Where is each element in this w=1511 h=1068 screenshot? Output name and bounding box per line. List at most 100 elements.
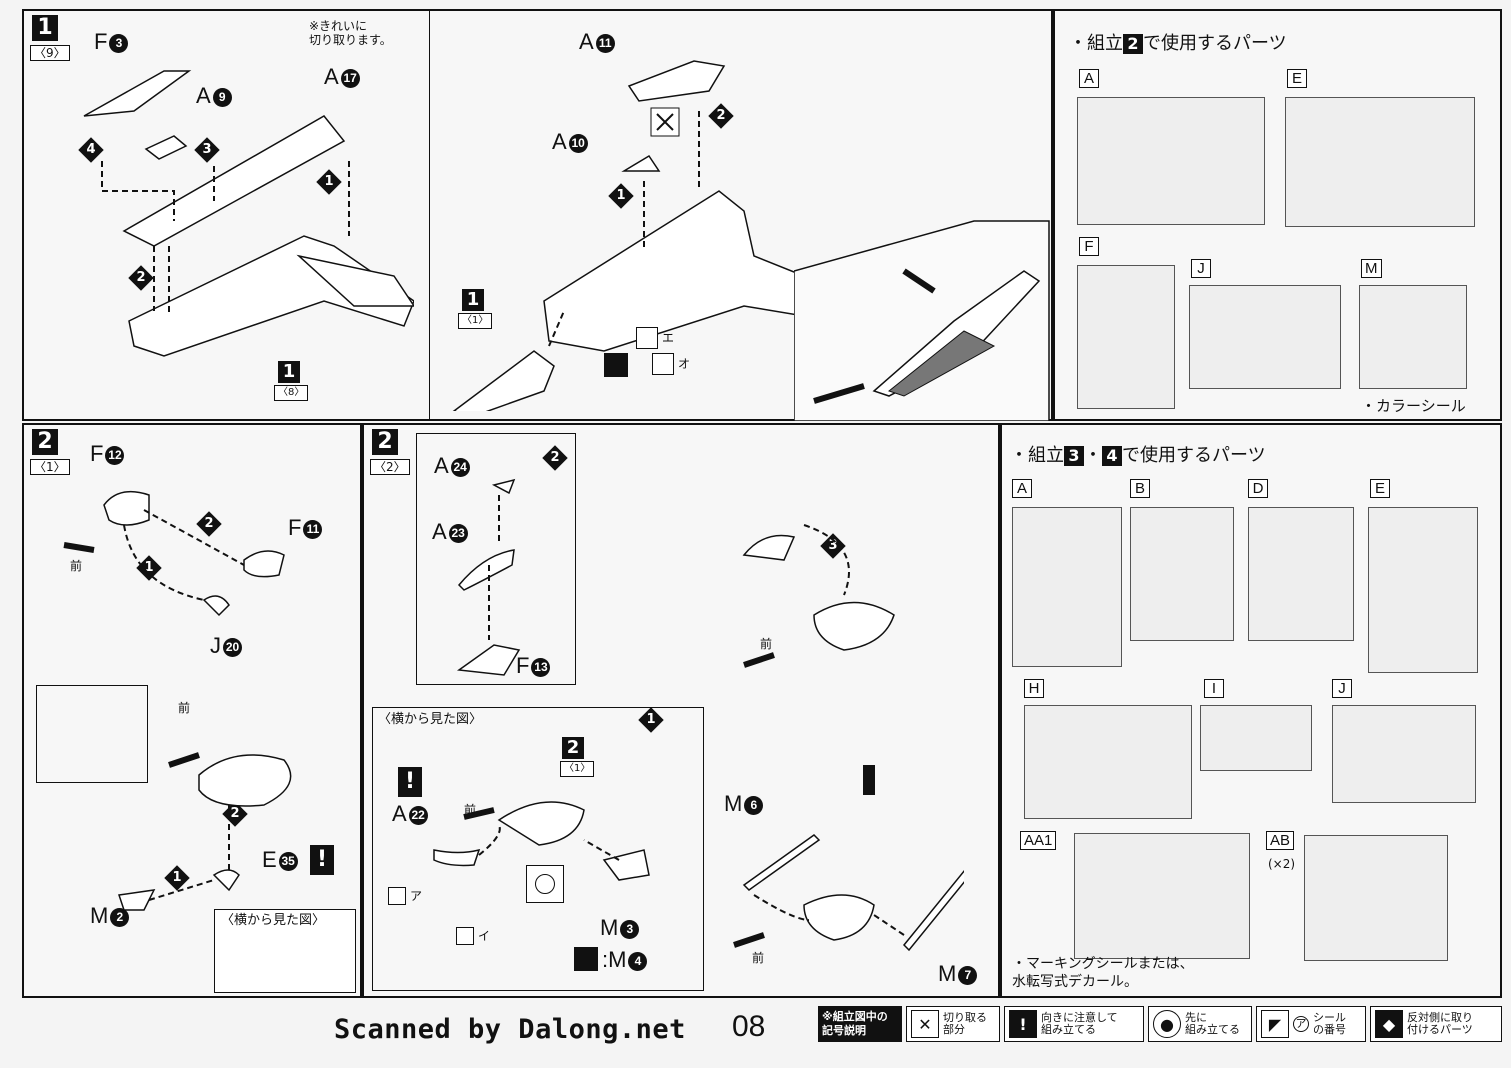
step1-number: 1	[32, 15, 58, 41]
step2b-number: 2	[372, 429, 398, 455]
runner-A	[1077, 97, 1265, 225]
warning-icon-2b: !	[398, 767, 422, 797]
step2a-detail	[36, 685, 148, 783]
runner-A-2	[1012, 507, 1122, 667]
runner-M	[1359, 285, 1467, 389]
color-seal-label: ・カラーシール	[1361, 397, 1466, 415]
ref-step-1-8: 1	[278, 361, 300, 383]
step1-detail-frame	[429, 11, 431, 419]
runner-J	[1189, 285, 1341, 389]
legend-sticker-mark: ア	[1293, 1016, 1309, 1032]
side-view-label: 〈横から見た図〉	[221, 913, 326, 928]
mirror-icon	[604, 353, 628, 377]
legend-cut-text: 切り取る 部分	[943, 1011, 987, 1036]
ref-step-1-1: 1	[462, 289, 484, 311]
sticker-ref-a-box	[388, 887, 406, 905]
ref-step-1-1-sub: 〈1〉	[458, 313, 493, 329]
runner-J-2	[1332, 705, 1476, 803]
legend-cut: ✕ 切り取る 部分	[906, 1006, 1000, 1042]
runner-AA1	[1074, 833, 1250, 959]
legend-sticker-text: シール の番号	[1313, 1011, 1346, 1036]
sticker-ref-o	[652, 353, 674, 375]
runner-label-AA1: AA1	[1020, 831, 1057, 850]
legend-title: ※組立図中の 記号説明	[818, 1006, 902, 1042]
sticker-ref-a: ア	[410, 889, 423, 903]
front-label-1: 前	[70, 559, 83, 573]
legend-mirror-text: 反対側に取り 付けるパーツ	[1407, 1011, 1473, 1036]
runner-label-M: M	[1361, 259, 1382, 278]
legend-bar: ※組立図中の 記号説明 ✕ 切り取る 部分 ! 向きに注意して 組み立てる ● …	[818, 1006, 1502, 1044]
runner-B	[1130, 507, 1234, 641]
runner-label-I: I	[1204, 679, 1224, 698]
step2b-illustration	[433, 478, 964, 952]
runner-F	[1077, 265, 1175, 409]
step2a-number: 2	[32, 429, 58, 455]
runner-label-F: F	[1079, 237, 1099, 256]
runner-H	[1024, 705, 1192, 819]
front-label-3: 前	[760, 637, 773, 651]
step1-right-illustration	[452, 60, 826, 411]
cut-icon-legend: ✕	[911, 1010, 939, 1038]
step1-closeup	[794, 220, 1050, 421]
cut-note: ※きれいに 切り取ります。	[309, 19, 392, 47]
mirror-icon-2b	[574, 947, 598, 971]
side-view-box: 〈横から見た図〉	[214, 909, 356, 993]
runner-label-J: J	[1191, 259, 1211, 278]
front-label-2: 前	[178, 701, 191, 715]
ref-step-2-1: 2	[562, 737, 584, 759]
page-number: 08	[732, 1010, 766, 1043]
legend-first-text: 先に 組み立てる	[1185, 1011, 1240, 1036]
runner-E	[1285, 97, 1475, 227]
legend-mirror: ◆ 反対側に取り 付けるパーツ	[1370, 1006, 1502, 1042]
runner-I	[1200, 705, 1312, 771]
runner-E-2	[1368, 507, 1478, 673]
step2b-lower-box	[372, 707, 704, 991]
runner-label-B: B	[1130, 479, 1150, 498]
runner-AB-count: (×2)	[1268, 857, 1296, 871]
scanned-credit: Scanned by Dalong.net	[334, 1014, 686, 1045]
step2a-illustration	[63, 490, 292, 911]
legend-sticker: ◤ ア シール の番号	[1256, 1006, 1366, 1042]
sticker-ref-e	[636, 327, 658, 349]
legend-warning-text: 向きに注意して 組み立てる	[1041, 1011, 1118, 1036]
warning-icon-legend: !	[1009, 1010, 1037, 1038]
runner-label-E-2: E	[1370, 479, 1390, 498]
cut-icon	[650, 107, 680, 137]
runner-label-A: A	[1079, 69, 1099, 88]
step2a-substep: 〈1〉	[30, 459, 70, 475]
sticker-ref-e-mark: エ	[662, 331, 675, 345]
sticker-ref-o-mark: オ	[678, 357, 691, 371]
runner-label-AB: AB	[1266, 831, 1295, 850]
sticker-number-icon-legend: ◤	[1261, 1010, 1289, 1038]
runner-label-J-2: J	[1332, 679, 1352, 698]
first-assemble-icon	[526, 865, 564, 903]
warning-icon: !	[310, 845, 334, 875]
side-view-label-2b: 〈横から見た図〉	[378, 712, 483, 727]
sticker-ref-i: イ	[478, 929, 491, 943]
mirror-icon-legend: ◆	[1375, 1010, 1403, 1038]
runner-label-A-2: A	[1012, 479, 1032, 498]
